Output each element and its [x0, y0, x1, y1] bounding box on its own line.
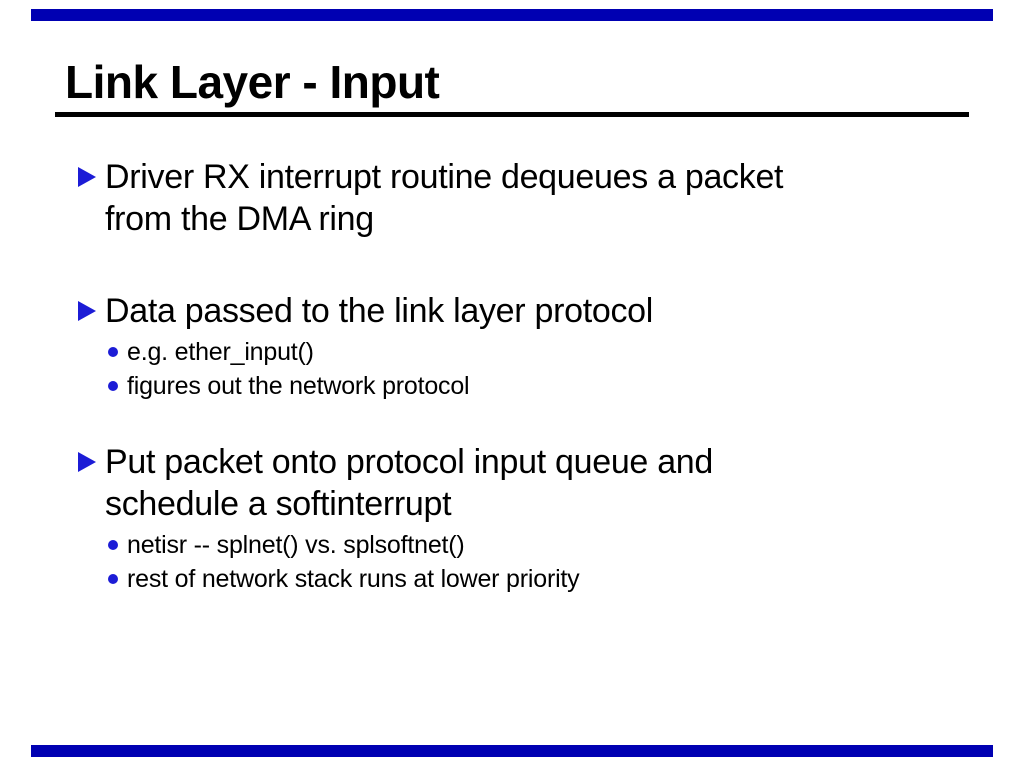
page-title: Link Layer - Input: [65, 56, 440, 108]
sub-bullet-list: e.g. ether_input() figures out the netwo…: [108, 335, 968, 403]
dot-bullet-icon: [108, 574, 118, 584]
bullet-line: schedule a softinterrupt: [105, 485, 452, 523]
sub-bullet-text: figures out the network protocol: [127, 372, 470, 400]
bullet-item: Put packet onto protocol input queue and…: [78, 441, 968, 525]
bullet-group: Data passed to the link layer protocol e…: [78, 290, 968, 403]
top-bar-decoration: [31, 9, 993, 21]
dot-bullet-icon: [108, 540, 118, 550]
sub-bullet-text: netisr -- splnet() vs. splsoftnet(): [127, 531, 465, 559]
sub-bullet-text: e.g. ether_input(): [127, 338, 314, 366]
bullet-item: Driver RX interrupt routine dequeues a p…: [78, 156, 968, 240]
bullet-text: Data passed to the link layer protocol: [105, 290, 653, 332]
sub-bullet-item: figures out the network protocol: [108, 369, 968, 403]
triangle-bullet-icon: [78, 452, 96, 472]
sub-bullet-text: rest of network stack runs at lower prio…: [127, 565, 580, 593]
slide-body: Driver RX interrupt routine dequeues a p…: [78, 156, 968, 596]
bottom-bar-decoration: [31, 745, 993, 757]
bullet-text: Driver RX interrupt routine dequeues a p…: [105, 156, 784, 240]
bullet-line: Driver RX interrupt routine dequeues a p…: [105, 158, 784, 196]
triangle-bullet-icon: [78, 301, 96, 321]
sub-bullet-item: e.g. ether_input(): [108, 335, 968, 369]
sub-bullet-list: netisr -- splnet() vs. splsoftnet() rest…: [108, 528, 968, 596]
bullet-group: Driver RX interrupt routine dequeues a p…: [78, 156, 968, 240]
bullet-line: Data passed to the link layer protocol: [105, 292, 654, 330]
title-underline: [55, 112, 969, 117]
bullet-line: Put packet onto protocol input queue and: [105, 443, 714, 481]
bullet-group: Put packet onto protocol input queue and…: [78, 441, 968, 596]
triangle-bullet-icon: [78, 167, 96, 187]
bullet-text: Put packet onto protocol input queue and…: [105, 441, 713, 525]
bullet-item: Data passed to the link layer protocol: [78, 290, 968, 332]
sub-bullet-item: rest of network stack runs at lower prio…: [108, 562, 968, 596]
dot-bullet-icon: [108, 381, 118, 391]
bullet-line: from the DMA ring: [105, 200, 374, 238]
sub-bullet-item: netisr -- splnet() vs. splsoftnet(): [108, 528, 968, 562]
dot-bullet-icon: [108, 347, 118, 357]
